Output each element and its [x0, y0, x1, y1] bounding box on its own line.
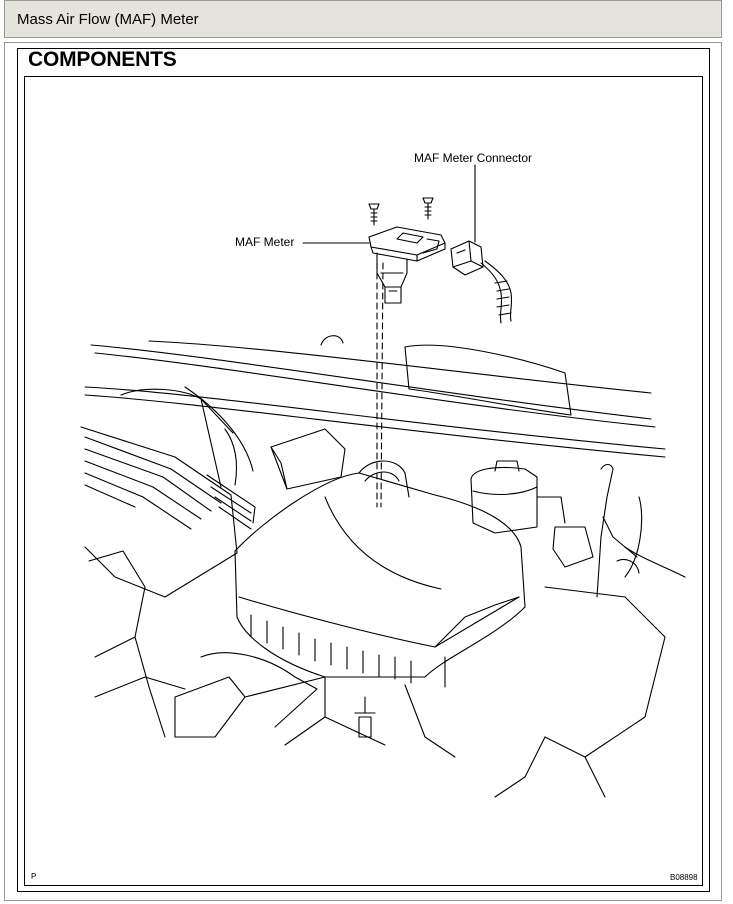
brake-reservoir: [470, 460, 594, 568]
page-title: Mass Air Flow (MAF) Meter: [17, 10, 199, 28]
figure-code: B08898: [670, 873, 698, 882]
bolt-icon: [358, 716, 372, 738]
air-cleaner-box: [234, 428, 526, 688]
figure-frame: [17, 48, 710, 892]
maf-meter-part: [368, 226, 446, 304]
screw-left-icon: [368, 203, 380, 226]
engine-bay-illustration: MAF Meter MAF Meter Connector: [24, 76, 703, 886]
washer-tank: [404, 344, 572, 416]
maf-meter-label: MAF Meter: [235, 235, 295, 249]
screw-right-icon: [422, 197, 434, 220]
maf-meter-connector-label: MAF Meter Connector: [414, 151, 533, 165]
page-title-bar: Mass Air Flow (MAF) Meter: [4, 0, 722, 38]
maf-connector-part: [450, 240, 513, 324]
cowl-line: [90, 344, 652, 420]
figure-corner-left: P: [31, 872, 37, 881]
line-drawing: [80, 164, 686, 798]
figure-heading: COMPONENTS: [28, 48, 177, 71]
